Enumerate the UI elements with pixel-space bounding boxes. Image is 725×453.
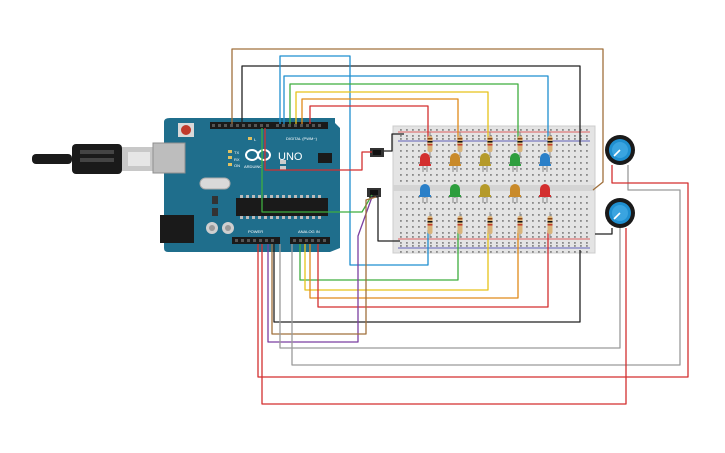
led-bottom-blue (419, 184, 431, 203)
on-label: ON (234, 163, 240, 168)
wire-green-pin (261, 128, 373, 213)
rx-label: RX (234, 157, 240, 162)
atmega-chip (236, 198, 328, 216)
wire-black-top (241, 65, 581, 145)
wire-blue-led (283, 75, 549, 145)
wire-red-pin (264, 128, 372, 171)
wire-brown-bottom (271, 196, 377, 335)
wire-orange-led (301, 98, 459, 145)
analog-header (290, 237, 330, 244)
power-header-label: POWER (248, 229, 263, 234)
resistor-top-3 (487, 132, 493, 156)
resistors-top (427, 132, 553, 156)
pushbutton-top[interactable] (370, 148, 384, 157)
wire-black-button-bottom (369, 196, 400, 242)
led-top-green (509, 153, 521, 172)
digital-header-label: DIGITAL (PWM~) (286, 136, 318, 141)
wire-yellow-bottom (304, 230, 489, 291)
resistor-top-2 (457, 132, 463, 156)
resistor-bottom-5 (547, 212, 553, 238)
wire-green-bottom (299, 230, 459, 281)
tx-label: TX (234, 150, 239, 155)
usb-cable (32, 144, 156, 174)
wire-black-button-top (384, 133, 404, 152)
resistor-top-4 (517, 132, 523, 156)
wire-red-pot-bottom (261, 228, 627, 405)
resistors-bottom (427, 212, 553, 238)
resistor-bottom-3 (487, 212, 493, 238)
wire-orange-bottom (309, 230, 519, 299)
led-top-red (419, 153, 431, 172)
led-bottom-red (539, 184, 551, 203)
led-top-blue (539, 153, 551, 172)
arduino-uno-board: UNO ARDUINO DIGITAL (PWM~) POWER ANALOG … (152, 118, 340, 252)
wire-red-led (309, 105, 429, 145)
wire-gray-pot-top (279, 228, 621, 349)
wire-red-pot-top (257, 165, 689, 378)
l-label: L (254, 137, 257, 142)
wire-blue-pin (279, 55, 429, 266)
board-brand-label: ARDUINO (244, 164, 262, 169)
potentiometer-top[interactable] (605, 135, 635, 165)
led-bottom-yellow (479, 184, 491, 203)
resistor-bottom-1 (427, 212, 433, 238)
wire-brown-top (231, 48, 604, 191)
resistor-top-1 (427, 132, 433, 156)
led-bottom-green (449, 184, 461, 203)
resistor-bottom-2 (457, 212, 463, 238)
wire-purple (267, 196, 373, 343)
led-top-yellow (479, 153, 491, 172)
wire-black-pot (595, 228, 613, 235)
board-model-label: UNO (278, 151, 303, 163)
wire-gray-pot-bottom (291, 165, 681, 366)
arduino-logo-icon (245, 149, 271, 161)
resistor-bottom-4 (517, 212, 523, 238)
led-top-orange (449, 153, 461, 172)
wire-green-led (289, 83, 519, 145)
pushbutton-bottom[interactable] (367, 188, 381, 197)
potentiometer-bottom[interactable] (605, 198, 635, 228)
wire-yellow-led (295, 91, 489, 145)
wire-black-bottom (273, 244, 581, 323)
resistor-top-5 (547, 132, 553, 156)
wire-red-bottom (317, 230, 549, 308)
analog-header-label: ANALOG IN (298, 229, 320, 234)
led-bottom-orange (509, 184, 521, 203)
